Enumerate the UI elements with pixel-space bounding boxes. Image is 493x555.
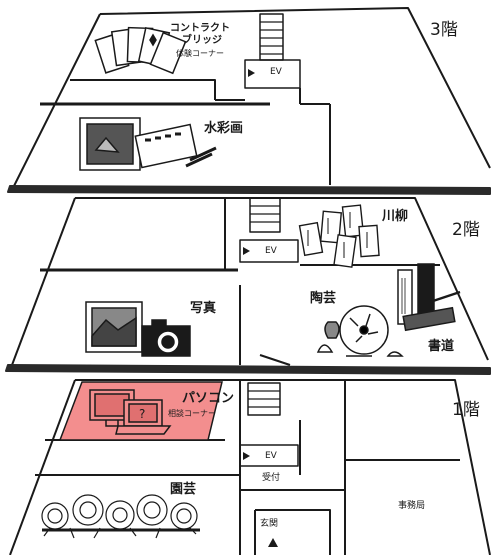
room-pc-sub: 相談コーナー	[168, 409, 216, 418]
photo-camera-icon	[85, 301, 191, 357]
playing-cards-icon	[94, 26, 187, 75]
room-watercolor-title[interactable]: 水彩画	[204, 121, 244, 136]
elevator-arrow-icon	[243, 247, 250, 255]
room-entrance-title[interactable]: 玄関	[260, 519, 279, 529]
elevator-label-1[interactable]: EV	[265, 451, 277, 461]
room-office-title[interactable]: 事務局	[398, 501, 426, 511]
elevator-label-2[interactable]: EV	[265, 246, 277, 256]
entrance-arrow-icon	[268, 538, 278, 547]
chrysanthemum-icon	[41, 494, 200, 539]
room-calligraphy-title[interactable]: 書道	[428, 339, 455, 354]
pottery-icon	[316, 305, 404, 357]
elevator-arrow-icons	[243, 69, 255, 460]
elevator-arrow-icon	[243, 452, 250, 460]
room-reception-title[interactable]: 受付	[262, 473, 281, 483]
room-senryu-title[interactable]: 川柳	[382, 209, 409, 224]
calligraphy-tools-icon	[397, 263, 461, 332]
room-bridge-title[interactable]: コントラクト	[170, 23, 230, 34]
room-pc-title[interactable]: パソコン	[182, 391, 235, 406]
room-pottery-title[interactable]: 陶芸	[310, 291, 337, 306]
room-photo-title[interactable]: 写真	[190, 301, 217, 316]
floor-label-2: 2階	[452, 220, 480, 240]
floor-3-plan	[13, 7, 491, 187]
floor-2-plan	[11, 197, 489, 366]
room-bridge-title2[interactable]: ブリッジ	[182, 35, 222, 46]
floor-label-3: 3階	[430, 20, 458, 40]
paper-slips-icon	[298, 204, 380, 268]
floor-label-1: 1階	[452, 400, 480, 420]
svg-text:?: ?	[139, 407, 145, 421]
computer-icon: ?	[89, 389, 172, 435]
elevator-arrow-icon	[248, 69, 255, 77]
room-bridge-sub: 体験コーナー	[176, 49, 224, 58]
room-gardening-title[interactable]: 園芸	[170, 482, 197, 497]
watercolor-set-icon	[79, 117, 217, 171]
floor-3-slab	[7, 185, 491, 195]
floor-2-slab	[5, 364, 491, 375]
elevator-label-3[interactable]: EV	[270, 67, 282, 77]
